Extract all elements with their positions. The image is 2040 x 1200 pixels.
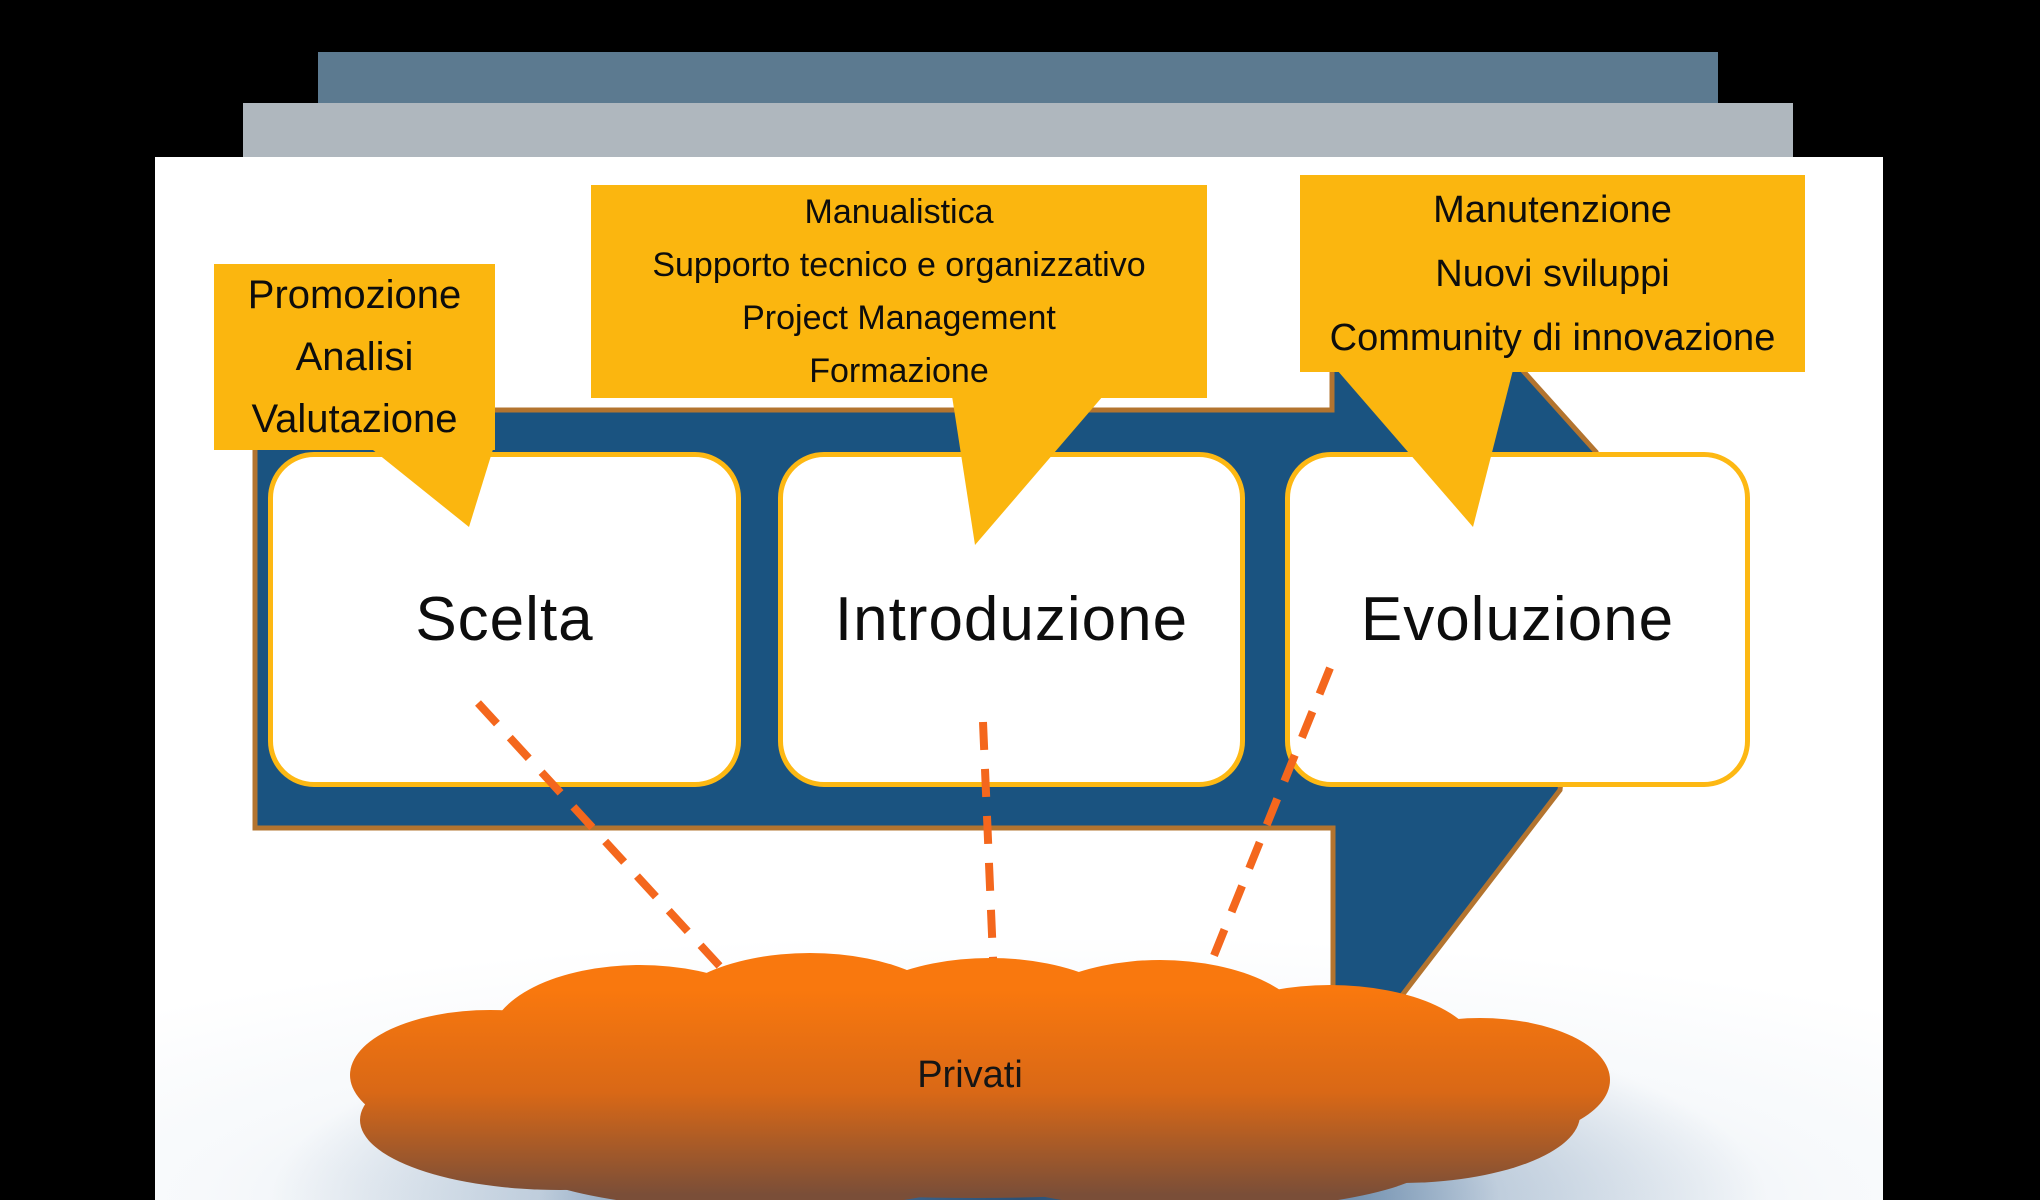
- callout-evoluzione: Manutenzione Nuovi sviluppi Community di…: [1300, 175, 1805, 372]
- callout-line: Manualistica: [804, 192, 994, 231]
- cloud-label: Privati: [917, 1054, 1023, 1096]
- callout-tail-scelta: [368, 446, 494, 527]
- dashed-connector-evoluzione: [1186, 666, 1334, 1017]
- callout-line: Supporto tecnico e organizzativo: [652, 245, 1146, 284]
- dashed-connector-scelta: [475, 700, 763, 1013]
- callout-line: Analisi: [295, 335, 414, 379]
- stage-label-scelta: Scelta: [415, 585, 594, 654]
- privati-cloud-shape: [350, 953, 1610, 1200]
- callout-scelta: Promozione Analisi Valutazione: [214, 264, 495, 450]
- callout-line: Manutenzione: [1433, 188, 1672, 231]
- callout-line: Community di innovazione: [1329, 316, 1776, 359]
- callout-tail-evoluzione: [1337, 370, 1513, 527]
- callout-tail-introduzione: [952, 396, 1103, 545]
- callout-introduzione: Manualistica Supporto tecnico e organizz…: [591, 185, 1207, 398]
- stage-label-evoluzione: Evoluzione: [1360, 585, 1675, 654]
- stage-box-scelta: Scelta: [268, 452, 741, 787]
- stage-box-evoluzione: Evoluzione: [1285, 452, 1750, 787]
- callout-line: Valutazione: [251, 397, 458, 441]
- stage-label-introduzione: Introduzione: [834, 585, 1189, 654]
- callout-line: Promozione: [247, 273, 462, 317]
- stacked-slide-bar-back: [318, 52, 1718, 104]
- callout-line: Project Management: [742, 298, 1056, 337]
- callout-line: Nuovi sviluppi: [1435, 252, 1670, 295]
- callout-line: Formazione: [809, 351, 989, 390]
- stacked-slide-bar-front: [243, 103, 1793, 158]
- dashed-connector-introduzione: [979, 721, 999, 1006]
